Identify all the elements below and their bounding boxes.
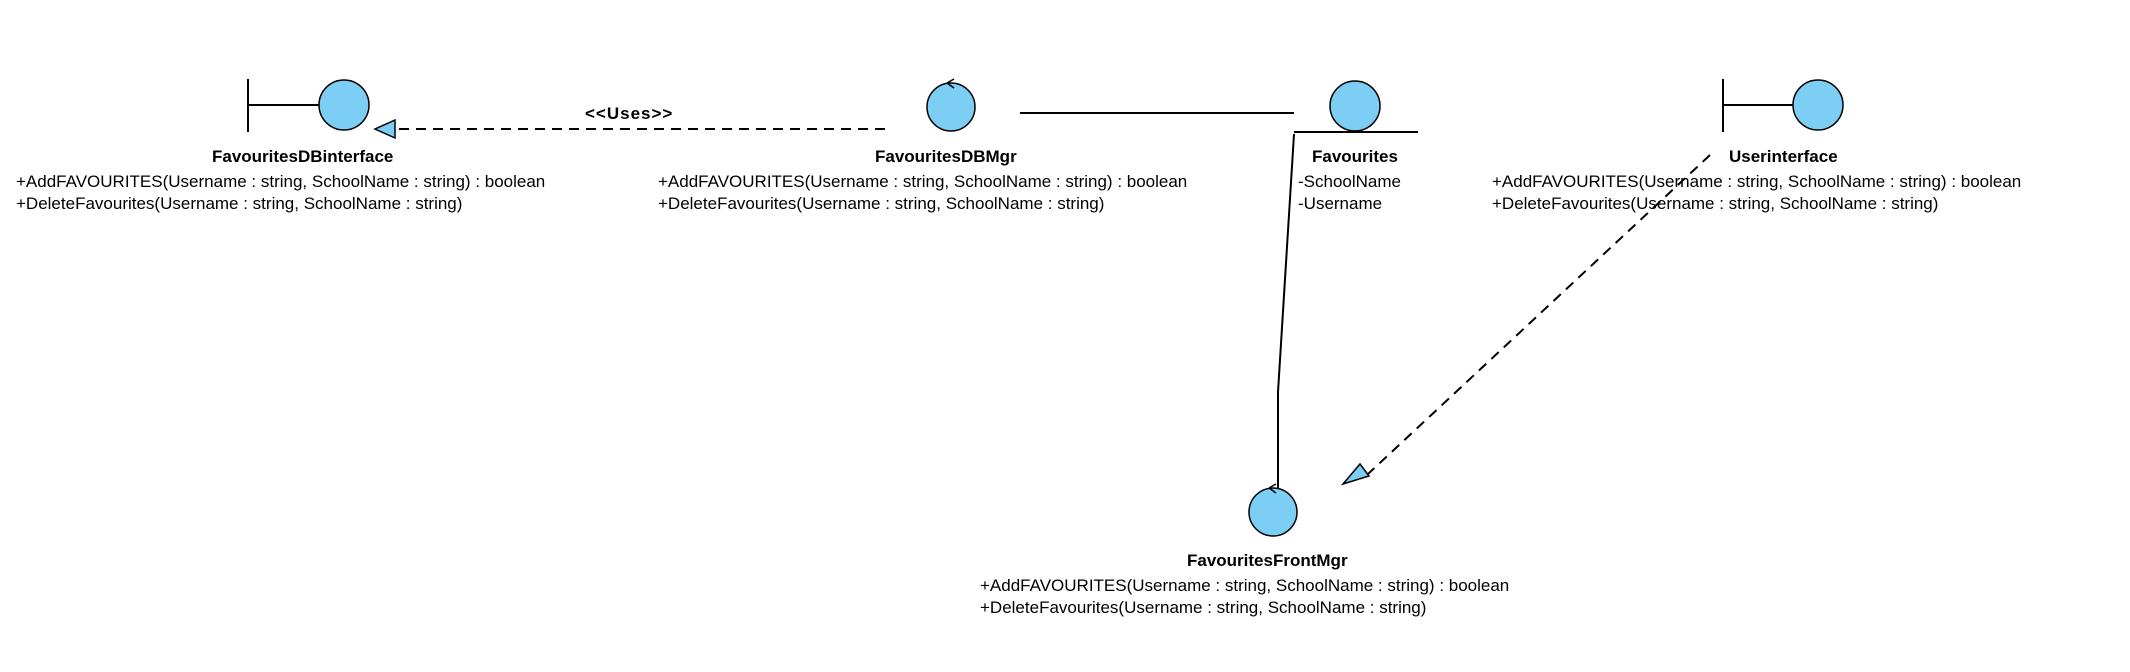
control-symbol-icon[interactable]	[926, 78, 976, 132]
relation-uses-dependency[interactable]	[373, 118, 885, 140]
class-members: +AddFAVOURITES(Username : string, School…	[1492, 171, 2021, 215]
class-name[interactable]: FavouritesDBMgr	[875, 147, 1017, 166]
class-member: -SchoolName	[1298, 172, 1401, 191]
entity-symbol-icon[interactable]	[1294, 80, 1418, 133]
class-member: +DeleteFavourites(Username : string, Sch…	[980, 598, 1427, 617]
control-symbol-icon[interactable]	[1248, 483, 1298, 537]
class-members: -SchoolName -Username	[1298, 171, 1401, 215]
boundary-symbol-icon[interactable]	[1722, 79, 1844, 132]
class-member: +AddFAVOURITES(Username : string, School…	[16, 172, 546, 191]
class-member: -Username	[1298, 194, 1383, 213]
dependency-arrowhead	[1340, 462, 1371, 486]
uses-stereotype-label: <<Uses>>	[585, 104, 674, 123]
relation-favourites-frontmgr-association[interactable]	[1277, 133, 1295, 489]
class-name[interactable]: Favourites	[1312, 147, 1398, 166]
class-member: +AddFAVOURITES(Username : string, School…	[980, 576, 1510, 595]
class-members: +AddFAVOURITES(Username : string, School…	[16, 171, 545, 215]
class-members: +AddFAVOURITES(Username : string, School…	[658, 171, 1187, 215]
boundary-symbol-icon[interactable]	[247, 79, 370, 132]
class-member: +DeleteFavourites(Username : string, Sch…	[1492, 194, 1939, 213]
class-member: +AddFAVOURITES(Username : string, School…	[658, 172, 1188, 191]
class-member: +AddFAVOURITES(Username : string, School…	[1492, 172, 2022, 191]
class-member: +DeleteFavourites(Username : string, Sch…	[658, 194, 1105, 213]
relation-userinterface-frontmgr-dependency[interactable]	[1340, 154, 1711, 486]
class-name[interactable]: Userinterface	[1729, 147, 1838, 166]
class-members: +AddFAVOURITES(Username : string, School…	[980, 575, 1509, 619]
dependency-arrowhead	[373, 118, 396, 140]
class-name[interactable]: FavouritesFrontMgr	[1187, 551, 1348, 570]
class-name[interactable]: FavouritesDBinterface	[212, 147, 394, 166]
class-member: +DeleteFavourites(Username : string, Sch…	[16, 194, 463, 213]
